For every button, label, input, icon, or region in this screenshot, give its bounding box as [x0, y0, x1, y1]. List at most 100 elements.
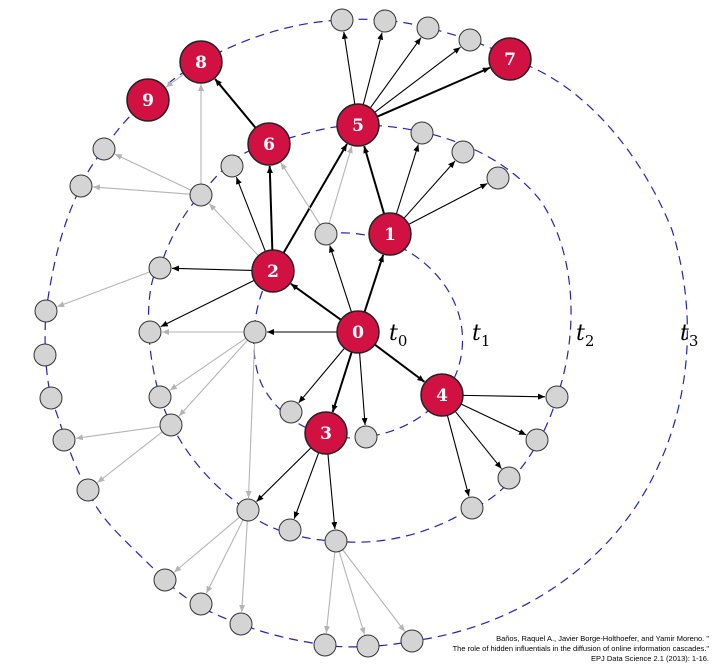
time-label-t1: t1: [472, 321, 490, 350]
influential-node-label: 8: [195, 53, 207, 73]
influential-node-label: 1: [384, 225, 396, 245]
regular-node: [69, 174, 93, 198]
regular-node: [189, 592, 213, 616]
citation-authors: Baños, Raquel A., Javier Borge-Holthoefe…: [496, 634, 709, 643]
edge: [298, 347, 345, 404]
time-ring: [44, 58, 688, 648]
influential-node-9: 9: [126, 78, 170, 122]
edge: [408, 183, 488, 225]
edge: [57, 271, 150, 308]
regular-node: [148, 385, 172, 409]
edge: [363, 254, 385, 313]
edge: [205, 519, 244, 594]
edge: [462, 393, 546, 400]
influential-node-circle: [251, 249, 295, 293]
regular-node: [148, 256, 172, 280]
edge: [362, 32, 384, 105]
influential-node-circle: [420, 373, 464, 417]
citation-title: The role of hidden influentials in the d…: [452, 644, 709, 653]
regular-node: [33, 343, 57, 367]
regular-node: [92, 137, 116, 161]
time-ring: [147, 124, 572, 543]
time-label-t3: t3: [680, 321, 698, 350]
regular-node: [220, 154, 244, 178]
edge: [460, 403, 527, 436]
influential-node-label: 3: [320, 424, 332, 444]
edge: [114, 153, 192, 191]
edge: [280, 162, 321, 226]
regular-node: [400, 629, 424, 653]
influential-node-label: 5: [352, 116, 364, 136]
edge: [235, 176, 266, 252]
regular-node: [545, 385, 569, 409]
influential-node-4: 4: [420, 373, 464, 417]
regular-node: [460, 496, 484, 520]
edge: [169, 337, 247, 391]
regular-node: [497, 466, 521, 490]
edge: [327, 453, 338, 530]
edge: [92, 184, 191, 195]
edge: [290, 283, 342, 321]
edge: [173, 516, 240, 573]
regular-node: [313, 633, 337, 657]
regular-node: [373, 9, 397, 33]
regular-node: [189, 183, 213, 207]
influential-node-circle: [179, 40, 223, 84]
edge: [160, 279, 255, 328]
regular-node: [330, 8, 354, 32]
edge: [328, 145, 353, 224]
edge: [266, 165, 274, 251]
edge: [239, 520, 248, 613]
edge: [395, 144, 420, 215]
edge: [359, 352, 368, 426]
regular-node: [243, 320, 267, 344]
edge: [329, 245, 353, 313]
regular-node: [278, 518, 302, 542]
influential-node-circle: [304, 411, 348, 455]
edge: [376, 66, 491, 118]
regular-node: [159, 413, 183, 437]
influential-node-label: 2: [267, 262, 279, 282]
influential-node-1: 1: [368, 212, 412, 256]
citation-journal: EPJ Data Science 2.1 (2013): 1-16.: [591, 654, 709, 663]
edge: [282, 143, 348, 254]
influential-node-label: 9: [142, 91, 154, 111]
edge: [403, 160, 456, 219]
regular-node: [458, 28, 482, 52]
influential-node-7: 7: [488, 37, 532, 81]
influential-node-label: 6: [263, 135, 275, 155]
edge: [374, 46, 461, 113]
regular-node: [76, 478, 100, 502]
influential-node-6: 6: [247, 122, 291, 166]
influential-node-circle: [336, 310, 380, 354]
influential-node-3: 3: [304, 411, 348, 455]
regular-node: [410, 121, 434, 145]
influential-node-circle: [368, 212, 412, 256]
regular-node: [279, 400, 303, 424]
influential-node-label: 7: [504, 50, 516, 70]
edge: [293, 452, 320, 519]
edges: [57, 31, 546, 635]
edge: [214, 78, 257, 129]
influential-node-circle: [336, 103, 380, 147]
regular-node: [39, 386, 63, 410]
influential-node-circle: [126, 78, 170, 122]
edge: [341, 31, 356, 105]
time-label-t2: t2: [576, 321, 594, 350]
edge: [374, 343, 425, 383]
time-label-t0: t0: [389, 321, 407, 350]
regular-node: [525, 428, 549, 452]
edge: [342, 549, 406, 632]
regular-node: [356, 634, 380, 658]
influential-node-circle: [488, 37, 532, 81]
edge: [454, 410, 502, 470]
edge: [324, 551, 336, 634]
regular-node: [138, 320, 162, 344]
regular-node: [324, 529, 348, 553]
regular-node: [52, 428, 76, 452]
influential-node-2: 2: [251, 249, 295, 293]
edge: [171, 265, 253, 272]
influential-node-5: 5: [336, 103, 380, 147]
